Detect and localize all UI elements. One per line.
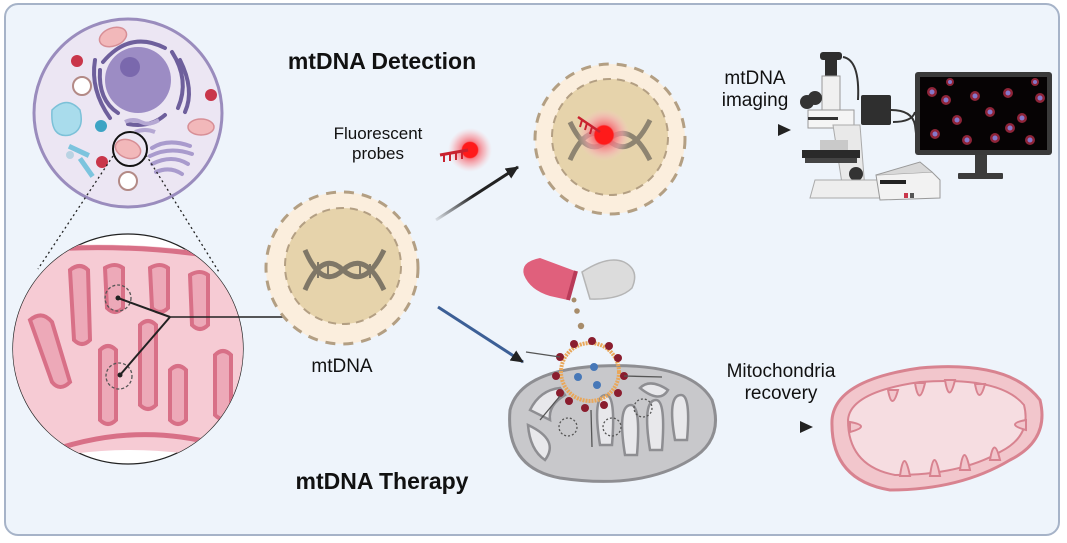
recovered-mitochondrion <box>830 365 1044 492</box>
recovery-line1: Mitochondria <box>726 361 836 382</box>
mtdna-plasmid-2 <box>105 362 133 390</box>
centrosome <box>95 120 107 132</box>
controller-box <box>875 161 941 201</box>
dna-helix-icon <box>302 248 387 292</box>
golgi <box>148 140 194 176</box>
imaging-line1: mtDNA <box>724 68 786 89</box>
arrow-to-detection <box>435 165 519 222</box>
therapy-title: mtDNA Therapy <box>295 468 469 494</box>
nucleolus <box>120 57 140 77</box>
fluorescent-probes-line2: probes <box>352 143 404 163</box>
imaging-label: mtDNA imaging <box>705 68 805 112</box>
detection-sphere <box>533 62 687 216</box>
recovery-line2: recovery <box>744 382 818 404</box>
damaged-mitochondrion <box>508 364 717 483</box>
microscope-icon <box>800 52 919 199</box>
fluorescent-probes-label: Fluorescent probes <box>318 124 438 163</box>
stained-cells <box>927 78 1045 145</box>
mtdna-sphere <box>264 190 420 346</box>
mtdna-label: mtDNA <box>311 356 373 377</box>
fluorescent-probes-line1: Fluorescent <box>333 124 423 143</box>
monitor-icon <box>915 72 1052 179</box>
mtdna-plasmid-1 <box>104 284 132 312</box>
arrow-to-therapy <box>437 305 524 364</box>
fluorescent-signal-icon <box>578 109 630 161</box>
endoplasmic-reticulum <box>92 39 191 127</box>
nucleus <box>105 47 171 113</box>
nanocarrier-icon <box>525 337 663 448</box>
fluorescent-probe-icon <box>439 128 492 172</box>
zoomed-mitochondrion <box>12 233 287 465</box>
recovery-label: Mitochondria recovery <box>706 361 856 405</box>
detection-title: mtDNA Detection <box>287 48 477 74</box>
capsule-icon <box>523 258 636 330</box>
zoom-highlight-circle <box>112 131 148 167</box>
imaging-line2: imaging <box>721 89 789 111</box>
vacuole <box>51 101 82 137</box>
cell-illustration <box>32 17 224 209</box>
